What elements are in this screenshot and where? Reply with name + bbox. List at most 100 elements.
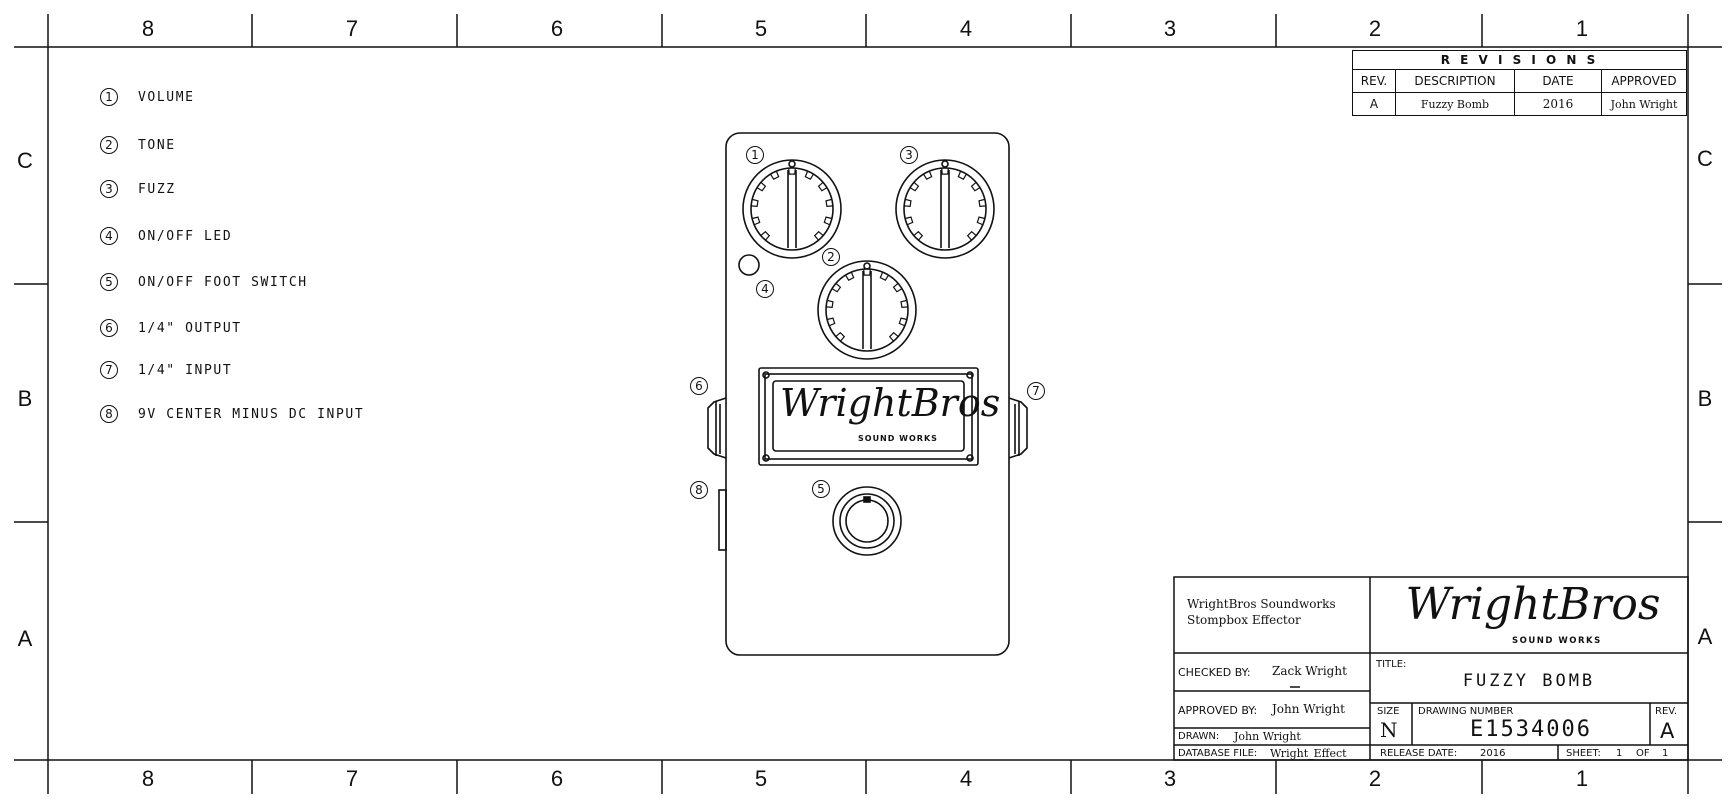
drawing-number-value: E1534006 bbox=[1470, 717, 1592, 742]
legend-label: 1/4" OUTPUT bbox=[138, 320, 242, 336]
callout-circle: 6 bbox=[100, 319, 118, 337]
zone-col-1-top: 1 bbox=[1575, 16, 1589, 41]
knob-notch bbox=[835, 331, 846, 342]
knob-notch bbox=[825, 198, 833, 207]
knob-notch bbox=[804, 170, 814, 180]
knob-notch bbox=[826, 317, 836, 327]
legend-label: VOLUME bbox=[138, 89, 195, 105]
plate-logo-sub: SOUND WORKS bbox=[858, 434, 938, 443]
knob-notch bbox=[823, 216, 833, 226]
description-header: DESCRIPTION bbox=[1395, 69, 1515, 93]
zone-col-8-top: 8 bbox=[141, 16, 155, 41]
zone-col-6-top: 6 bbox=[550, 16, 564, 41]
knob-notch bbox=[817, 181, 828, 192]
title-label: TITLE: bbox=[1376, 659, 1407, 670]
zone-col-5-top: 5 bbox=[754, 16, 768, 41]
dc-jack bbox=[718, 489, 727, 551]
callout-circle: 8 bbox=[100, 405, 118, 423]
knob-notch bbox=[957, 170, 967, 180]
legend-item: 6 1/4" OUTPUT bbox=[100, 316, 242, 340]
knob-notch bbox=[966, 230, 977, 241]
approved-label: APPROVED BY: bbox=[1178, 704, 1258, 717]
input-jack-detail bbox=[1014, 402, 1020, 456]
knob-notch bbox=[904, 198, 912, 207]
knob-notch bbox=[751, 198, 759, 207]
knob-notch bbox=[831, 282, 842, 293]
legend-label: ON/OFF FOOT SWITCH bbox=[138, 274, 308, 290]
approved-value: John Wright bbox=[1272, 702, 1345, 716]
company-name-block: WrightBros Soundworks Stompbox Effector bbox=[1187, 596, 1336, 628]
callout-2: 2 bbox=[822, 248, 840, 266]
zone-col-4-top: 4 bbox=[959, 16, 973, 41]
dbfile-label: DATABASE FILE: bbox=[1178, 748, 1258, 759]
knob-notch bbox=[879, 271, 889, 281]
knob-notch bbox=[900, 299, 908, 308]
drawn-value: John Wright bbox=[1234, 730, 1301, 743]
zone-col-2-top: 2 bbox=[1368, 16, 1382, 41]
of-label: OF bbox=[1636, 748, 1650, 759]
drawing-number-label: DRAWING NUMBER bbox=[1418, 706, 1514, 717]
zone-row-c-left: C bbox=[17, 148, 33, 173]
size-value: N bbox=[1380, 718, 1398, 742]
callout-circle: 5 bbox=[100, 273, 118, 291]
zone-col-2-bottom: 2 bbox=[1368, 766, 1382, 791]
revisions-table: R E V I S I O N S REV. DESCRIPTION DATE … bbox=[1352, 50, 1687, 116]
title-logo-brand: WrightBros bbox=[1405, 579, 1661, 630]
callout-6: 6 bbox=[690, 377, 708, 395]
zone-row-a-right: A bbox=[1697, 624, 1713, 649]
knob-notch bbox=[760, 230, 771, 241]
title-value: FUZZY BOMB bbox=[1462, 671, 1596, 691]
callout-circle: 4 bbox=[100, 227, 118, 245]
legend-item: 5 ON/OFF FOOT SWITCH bbox=[100, 270, 308, 294]
knob-notch bbox=[913, 230, 924, 241]
knob-notch bbox=[813, 230, 824, 241]
legend-label: ON/OFF LED bbox=[138, 228, 233, 244]
date-cell: 2016 bbox=[1514, 92, 1602, 116]
legend-label: TONE bbox=[138, 137, 176, 153]
callout-circle: 1 bbox=[100, 88, 118, 106]
pedal-drawing bbox=[707, 132, 1028, 656]
logo-plate-mid bbox=[764, 373, 973, 460]
rev-value: A bbox=[1660, 719, 1675, 743]
zone-row-b-right: B bbox=[1697, 386, 1713, 411]
zone-row-b-left: B bbox=[17, 386, 33, 411]
company-line-2: Stompbox Effector bbox=[1187, 613, 1301, 627]
of-value: 1 bbox=[1662, 748, 1669, 759]
release-date-value: 2016 bbox=[1480, 748, 1506, 759]
callout-circle: 7 bbox=[100, 361, 118, 379]
knob-notch bbox=[892, 282, 903, 293]
legend-item: 1 VOLUME bbox=[100, 85, 195, 109]
logo-plate-outer bbox=[758, 367, 979, 466]
knob-notch bbox=[923, 170, 933, 180]
rev-cell: A bbox=[1352, 92, 1396, 116]
checked-label: CHECKED BY: bbox=[1178, 666, 1251, 679]
knob-notch bbox=[788, 168, 796, 175]
knob-notch bbox=[978, 198, 986, 207]
knob-notch bbox=[770, 170, 780, 180]
callout-3: 3 bbox=[900, 146, 918, 164]
knob-notch bbox=[970, 181, 981, 192]
sheet-label: SHEET: bbox=[1566, 748, 1601, 759]
callout-4: 4 bbox=[756, 280, 774, 298]
knob-notch bbox=[909, 181, 920, 192]
zone-row-c-right: C bbox=[1697, 146, 1713, 171]
logo-plate-inner bbox=[772, 380, 965, 452]
zone-col-6-bottom: 6 bbox=[550, 766, 564, 791]
output-jack-detail bbox=[715, 402, 721, 456]
zone-col-5-bottom: 5 bbox=[754, 766, 768, 791]
knob-notch bbox=[751, 216, 761, 226]
zone-col-7-top: 7 bbox=[345, 16, 359, 41]
legend-label: FUZZ bbox=[138, 181, 176, 197]
size-label: SIZE bbox=[1377, 706, 1400, 717]
knob-notch bbox=[941, 168, 949, 175]
led bbox=[738, 254, 760, 276]
knob-notch bbox=[904, 216, 914, 226]
sheet-value: 1 bbox=[1616, 748, 1623, 759]
knob-notch bbox=[756, 181, 767, 192]
rev-header: REV. bbox=[1352, 69, 1396, 93]
